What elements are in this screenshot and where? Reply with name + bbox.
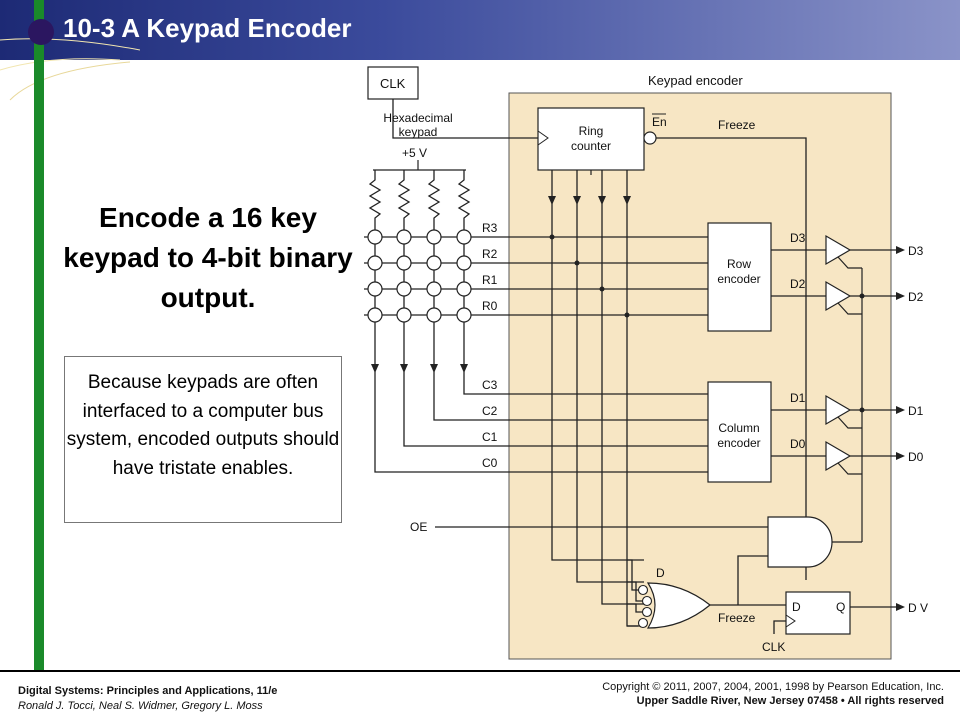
en-label: En <box>652 115 667 129</box>
clk-wire <box>392 99 538 139</box>
d-gate-label: D <box>656 566 665 580</box>
footer-authors: Ronald J. Tocci, Neal S. Widmer, Gregory… <box>18 700 263 712</box>
keypad-label-2: keypad <box>399 125 438 139</box>
output-lines <box>850 249 898 457</box>
ring-counter-label-2: counter <box>571 139 611 153</box>
or-gate-bubbles <box>637 584 653 629</box>
clk-box-label: CLK <box>380 76 406 91</box>
bit-out-d2: D2 <box>908 290 924 304</box>
bit-in-d0: D0 <box>790 437 806 451</box>
pull-up-resistors <box>368 170 471 230</box>
row-label-r0: R0 <box>482 299 498 313</box>
row-label-r1: R1 <box>482 273 498 287</box>
slide-title: 10-3 A Keypad Encoder <box>63 13 352 43</box>
title-bullet-icon <box>28 19 54 45</box>
bit-in-d2: D2 <box>790 277 806 291</box>
ff-q-label: Q <box>836 600 845 614</box>
footer-book-title: Digital Systems: Principles and Applicat… <box>18 685 278 697</box>
column-label-c3: C3 <box>482 378 498 392</box>
footer-copyright: Copyright © 2011, 2007, 2004, 2001, 1998… <box>602 681 944 693</box>
column-encoder-label-1: Column <box>718 421 759 435</box>
keypad-encoder-diagram: Keypad encoder CLK Ring counter En Freez… <box>364 66 928 660</box>
ring-counter-arrows <box>548 196 631 205</box>
keypad-label-1: Hexadecimal <box>383 111 452 125</box>
output-arrows <box>896 246 905 460</box>
d-flip-flop <box>785 591 851 635</box>
bit-in-d1: D1 <box>790 391 806 405</box>
column-label-c1: C1 <box>482 430 498 444</box>
bit-out-d1: D1 <box>908 404 924 418</box>
row-encoder-label-1: Row <box>727 257 751 271</box>
keypad-switches <box>367 229 472 323</box>
encoder-panel <box>508 92 892 660</box>
supply-label: +5 V <box>402 146 427 160</box>
keypad-row-lines <box>364 236 708 316</box>
footer-publisher: Upper Saddle River, New Jersey 07458 • A… <box>636 695 944 707</box>
tristate-enable-wires <box>837 256 863 542</box>
freeze-top-label: Freeze <box>718 118 756 132</box>
footer-divider <box>0 670 960 672</box>
slide-heading: Encode a 16 key keypad to 4-bit binary o… <box>63 202 353 313</box>
row-encoder-label-2: encoder <box>717 272 760 286</box>
tristate-buffers <box>825 234 852 472</box>
column-encoder <box>707 381 772 483</box>
en-inversion-bubble <box>643 131 657 145</box>
bit-out-d0: D0 <box>908 450 924 464</box>
encoder-output-lines <box>771 249 826 457</box>
title-decoration <box>0 38 140 101</box>
oe-label: OE <box>410 520 427 534</box>
row-label-r2: R2 <box>482 247 498 261</box>
bit-in-d3: D3 <box>790 231 806 245</box>
title-bar <box>0 0 960 60</box>
column-encoder-label-2: encoder <box>717 436 760 450</box>
and-input-2-wire <box>737 555 768 605</box>
row-label-r3: R3 <box>482 221 498 235</box>
column-arrows <box>371 364 468 373</box>
ff-d-label: D <box>792 600 801 614</box>
freeze-bottom-label: Freeze <box>718 611 756 625</box>
or-gate <box>646 582 711 629</box>
column-label-c2: C2 <box>482 404 498 418</box>
ring-counter-label-1: Ring <box>579 124 604 138</box>
callout-note: Because keypads are often interfaced to … <box>64 356 342 523</box>
ff-clk-label: CLK <box>762 640 785 654</box>
row-encoder <box>707 222 772 332</box>
bit-out-d3: D3 <box>908 244 924 258</box>
and-gate <box>767 516 833 568</box>
junction-dots <box>549 234 865 413</box>
ff-clk-wire <box>773 620 786 634</box>
encoder-title: Keypad encoder <box>648 73 743 88</box>
vertical-accent-bar <box>34 0 44 672</box>
dv-label: D V <box>908 601 928 615</box>
column-label-c0: C0 <box>482 456 498 470</box>
